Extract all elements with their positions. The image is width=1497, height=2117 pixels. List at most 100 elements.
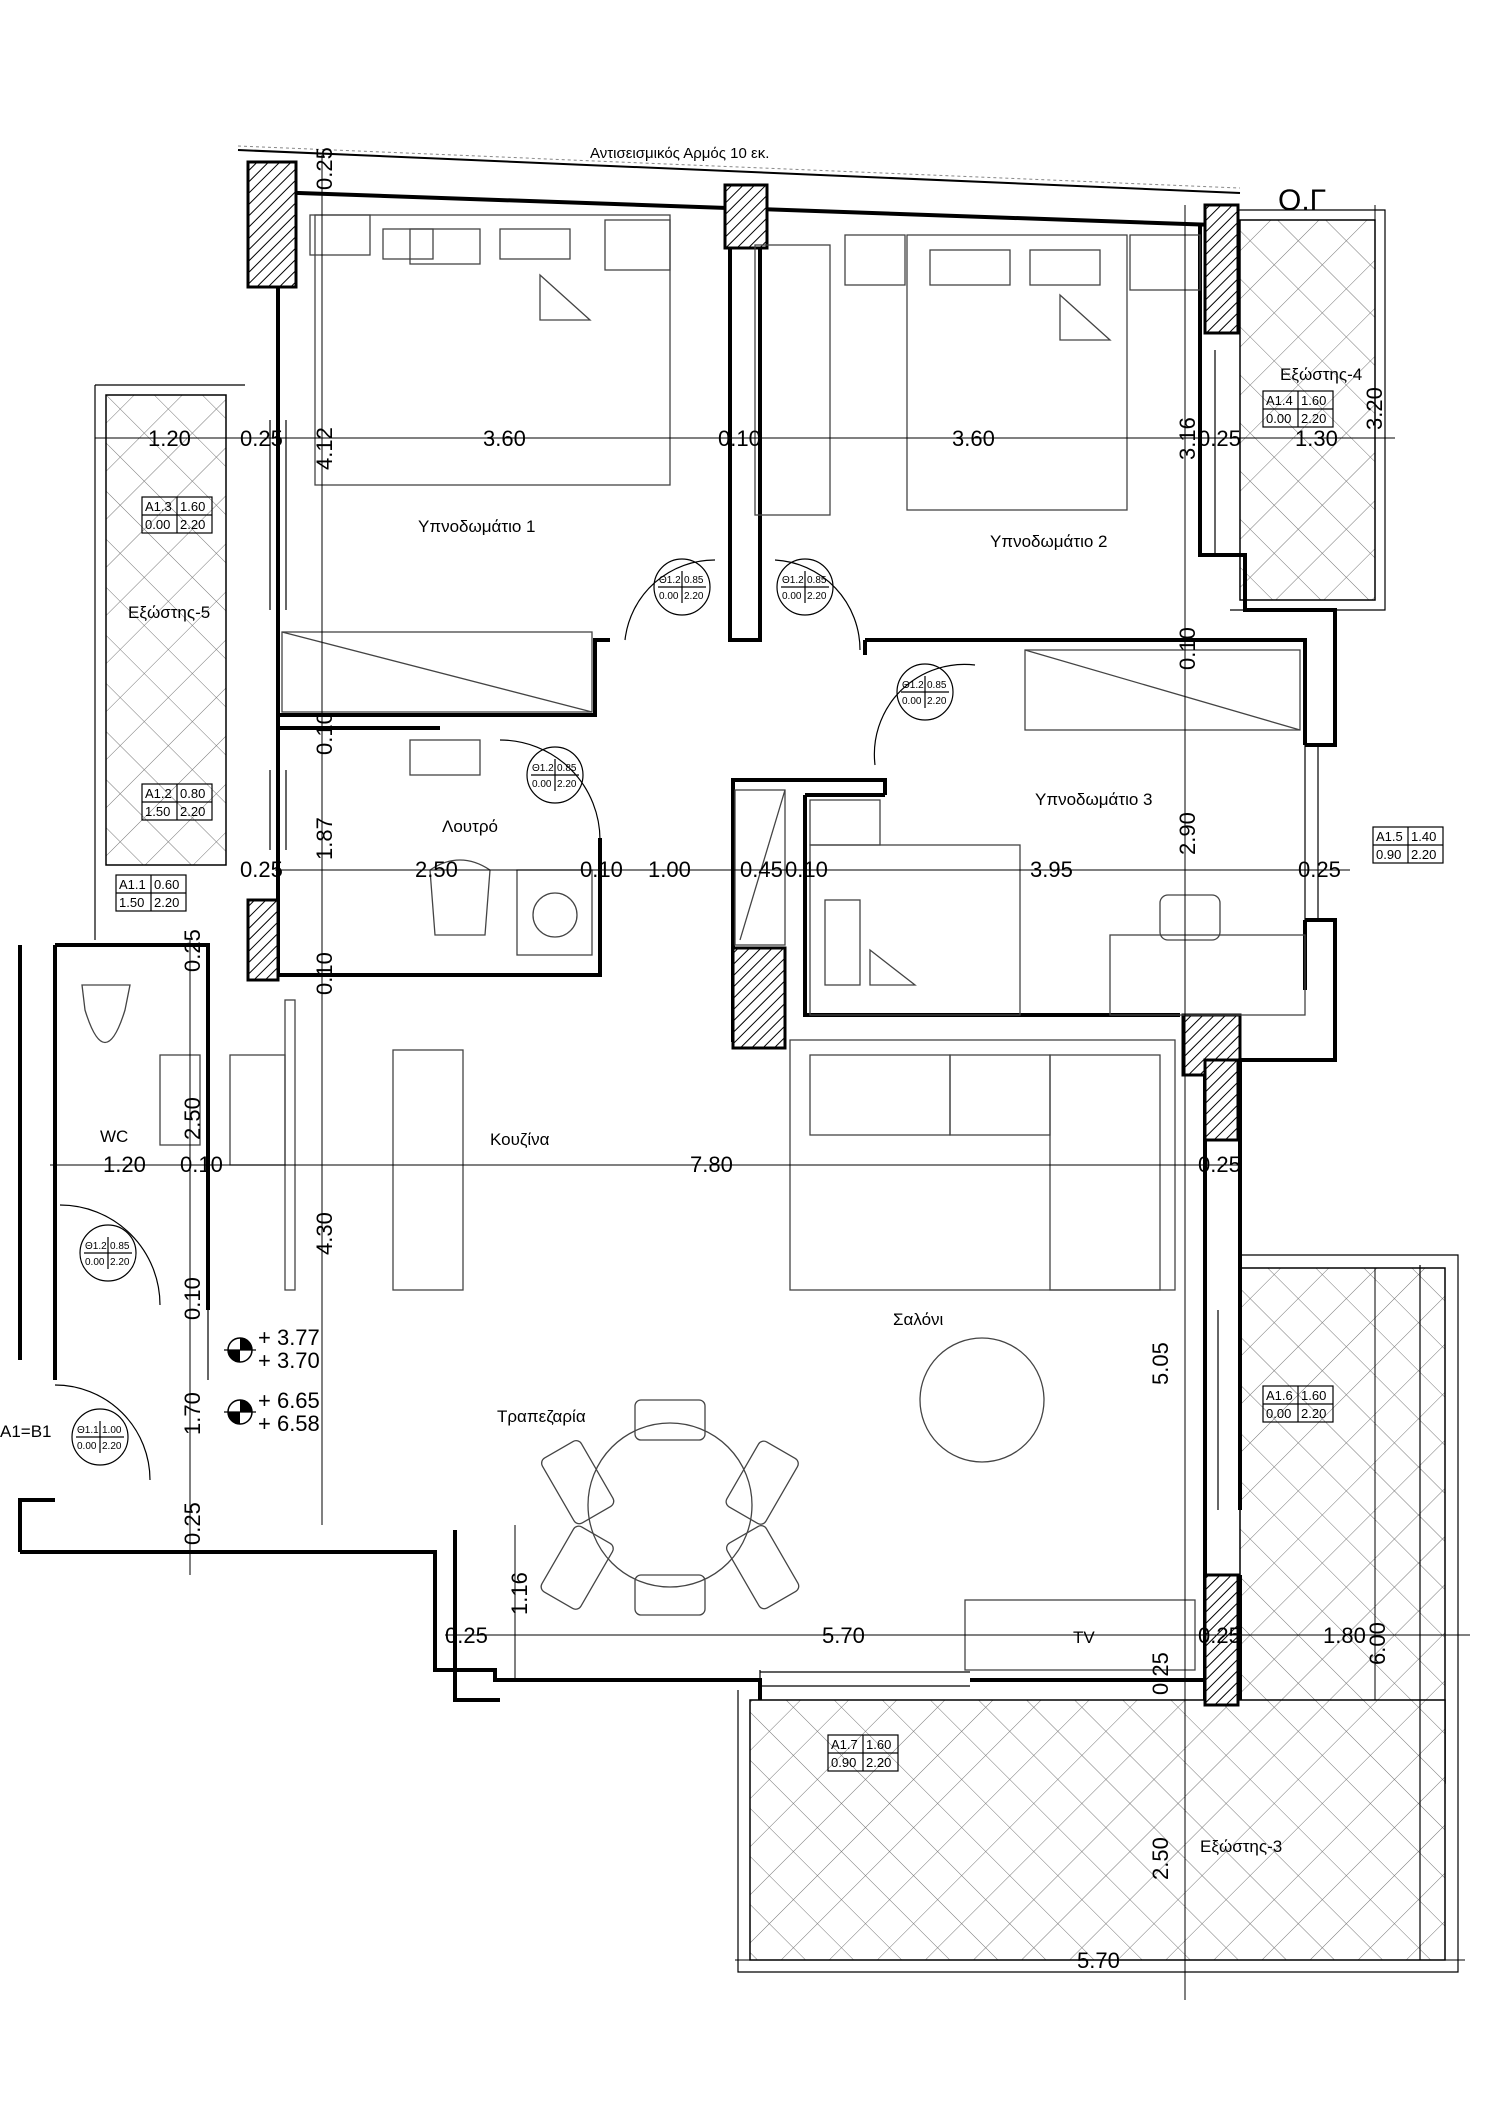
dim-text: 1.20 (103, 1152, 146, 1177)
dim-text: 0.10 (785, 857, 828, 882)
svg-text:0.00: 0.00 (782, 591, 802, 602)
svg-text:Α1.2: Α1.2 (145, 786, 172, 801)
svg-text:Θ1.1: Θ1.1 (77, 1425, 99, 1436)
window-openings (207, 350, 1319, 1690)
svg-text:2.20: 2.20 (110, 1257, 130, 1268)
svg-text:Α1.7: Α1.7 (831, 1737, 858, 1752)
dim-text: 0.10 (180, 1277, 205, 1320)
dim-text: 4.30 (312, 1212, 337, 1255)
dim-text: 4.12 (312, 427, 337, 470)
svg-text:2.20: 2.20 (1411, 847, 1436, 862)
dim-text: 3.60 (952, 426, 995, 451)
room-label-bedroom-3: Υπνοδωμάτιο 3 (1035, 790, 1153, 809)
dim-text: 5.05 (1148, 1342, 1173, 1385)
svg-text:0.00: 0.00 (145, 517, 170, 532)
dim-text: 3.60 (483, 426, 526, 451)
svg-text:2.20: 2.20 (807, 591, 827, 602)
room-label-kitchen: Κουζίνα (490, 1130, 550, 1149)
dim-text: 5.70 (822, 1623, 865, 1648)
svg-text:0.00: 0.00 (1266, 1406, 1291, 1421)
dim-text: 7.80 (690, 1152, 733, 1177)
svg-text:0.80: 0.80 (180, 786, 205, 801)
svg-text:2.20: 2.20 (180, 804, 205, 819)
window-tag-a1-1: Α1.1 0.60 1.50 2.20 (115, 874, 187, 912)
svg-text:1.40: 1.40 (1411, 829, 1436, 844)
dim-text: 3.16 (1175, 417, 1200, 460)
dim-text: 0.10 (1175, 627, 1200, 670)
dim-text: 1.20 (148, 426, 191, 451)
room-label-living: Σαλόνι (893, 1310, 944, 1329)
dimension-texts: 1.20 0.25 3.60 0.10 3.60 0.25 1.30 3.20 … (103, 147, 1390, 1973)
level-markers: + 3.77 + 3.70 + 6.65 + 6.58 (224, 1325, 320, 1436)
svg-text:2.20: 2.20 (1301, 411, 1326, 426)
dim-text: 0.10 (312, 952, 337, 995)
svg-text:Α1.4: Α1.4 (1266, 393, 1293, 408)
svg-text:0.00: 0.00 (902, 696, 922, 707)
dim-text: 0.25 (180, 929, 205, 972)
svg-text:Θ1.2: Θ1.2 (532, 763, 554, 774)
dim-text: 0.10 (180, 1152, 223, 1177)
dim-text: 0.25 (312, 147, 337, 190)
dim-text: 0.25 (1298, 857, 1341, 882)
room-label-balcony-3: Εξώστης-3 (1200, 1837, 1282, 1856)
room-label-bath: Λουτρό (442, 817, 498, 836)
svg-text:0.85: 0.85 (110, 1241, 130, 1252)
room-label-bedroom-2: Υπνοδωμάτιο 2 (990, 532, 1108, 551)
svg-text:0.00: 0.00 (77, 1441, 97, 1452)
svg-text:2.20: 2.20 (684, 591, 704, 602)
svg-text:0.00: 0.00 (1266, 411, 1291, 426)
svg-text:Α1.5: Α1.5 (1376, 829, 1403, 844)
svg-text:0.85: 0.85 (557, 763, 577, 774)
room-label-balcony-5: Εξώστης-5 (128, 603, 210, 622)
svg-text:2.20: 2.20 (866, 1755, 891, 1770)
balcony-5 (94, 384, 245, 940)
svg-text:1.60: 1.60 (180, 499, 205, 514)
svg-text:2.20: 2.20 (154, 895, 179, 910)
svg-text:0.00: 0.00 (85, 1257, 105, 1268)
dim-text: 1.70 (180, 1392, 205, 1435)
dim-text: 0.25 (1198, 426, 1241, 451)
svg-text:1.50: 1.50 (119, 895, 144, 910)
walls (18, 192, 1337, 1702)
room-label-tv: TV (1073, 1628, 1095, 1647)
level-value: + 3.70 (258, 1348, 320, 1373)
dim-text: 0.25 (240, 426, 283, 451)
dim-text: 2.50 (1148, 1837, 1173, 1880)
dim-text: 0.25 (445, 1623, 488, 1648)
room-label-entrance: Α1=Β1 (0, 1422, 52, 1441)
dim-text: 0.25 (1198, 1623, 1241, 1648)
dim-text: 0.25 (180, 1502, 205, 1545)
svg-text:Α1.6: Α1.6 (1266, 1388, 1293, 1403)
level-value: + 6.58 (258, 1411, 320, 1436)
svg-text:Α1.1: Α1.1 (119, 877, 146, 892)
svg-text:0.00: 0.00 (659, 591, 679, 602)
dim-text: 0.10 (580, 857, 623, 882)
svg-text:0.85: 0.85 (807, 575, 827, 586)
room-label-dining: Τραπεζαρία (497, 1407, 586, 1426)
dim-text: 3.20 (1362, 387, 1387, 430)
svg-text:0.00: 0.00 (532, 779, 552, 790)
svg-text:2.20: 2.20 (927, 696, 947, 707)
dim-text: 1.87 (312, 817, 337, 860)
seismic-joint-label: Αντισεισμικός Αρμός 10 εκ. (590, 145, 769, 162)
dim-text: 0.10 (312, 712, 337, 755)
dim-text: 2.90 (1175, 812, 1200, 855)
svg-text:2.20: 2.20 (1301, 1406, 1326, 1421)
svg-text:0.90: 0.90 (831, 1755, 856, 1770)
svg-text:Θ1.2: Θ1.2 (85, 1241, 107, 1252)
level-value: + 6.65 (258, 1388, 320, 1413)
svg-text:0.60: 0.60 (154, 877, 179, 892)
svg-text:Θ1.2: Θ1.2 (902, 680, 924, 691)
corner-label: Ο.Γ (1278, 184, 1326, 217)
